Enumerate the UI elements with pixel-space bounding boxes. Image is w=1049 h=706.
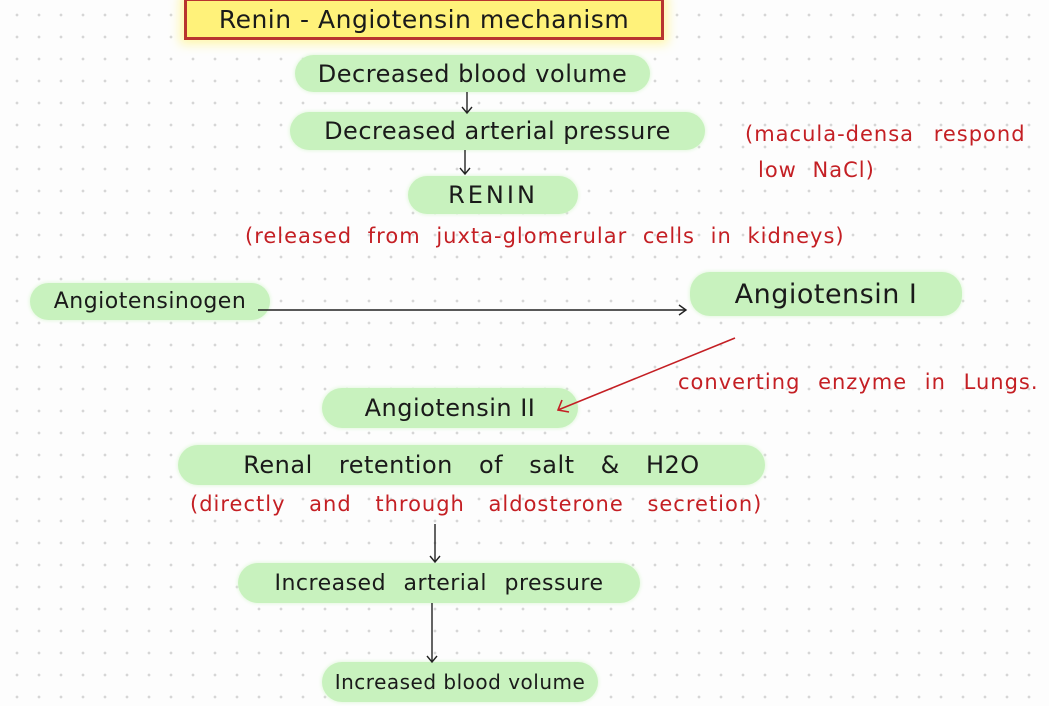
note-macula-densa: (macula-densa respond	[745, 122, 1026, 146]
note-aldosterone: (directly and through aldosterone secret…	[190, 492, 763, 516]
arrow-angiotensin-1-to-2	[556, 337, 736, 413]
note-low-nacl: low NaCl)	[758, 158, 875, 182]
node-increased-blood-volume: Increased blood volume	[322, 662, 598, 702]
node-increased-arterial-pressure: Increased arterial pressure	[238, 563, 640, 603]
arrow-pressure-to-blood-volume	[426, 603, 438, 664]
arrow-pressure-to-renin	[459, 150, 471, 176]
node-decreased-arterial-pressure: Decreased arterial pressure	[290, 112, 705, 150]
node-decreased-blood-volume: Decreased blood volume	[295, 55, 650, 92]
node-renal-retention: Renal retention of salt & H2O	[178, 445, 765, 485]
arrow-angiotensinogen-to-angiotensin-1	[258, 304, 688, 316]
note-renin-source: (released from juxta-glomerular cells in…	[245, 224, 845, 248]
node-angiotensinogen: Angiotensinogen	[30, 283, 270, 320]
node-angiotensin-1: Angiotensin I	[690, 272, 962, 316]
diagram-title: Renin - Angiotensin mechanism	[184, 0, 664, 40]
note-converting-enzyme: converting enzyme in Lungs.	[678, 370, 1039, 394]
arrow-renal-to-increased-pressure	[429, 524, 441, 564]
node-renin: RENIN	[408, 176, 578, 214]
node-angiotensin-2: Angiotensin II	[322, 388, 578, 428]
arrow-blood-volume-to-pressure	[461, 92, 473, 115]
